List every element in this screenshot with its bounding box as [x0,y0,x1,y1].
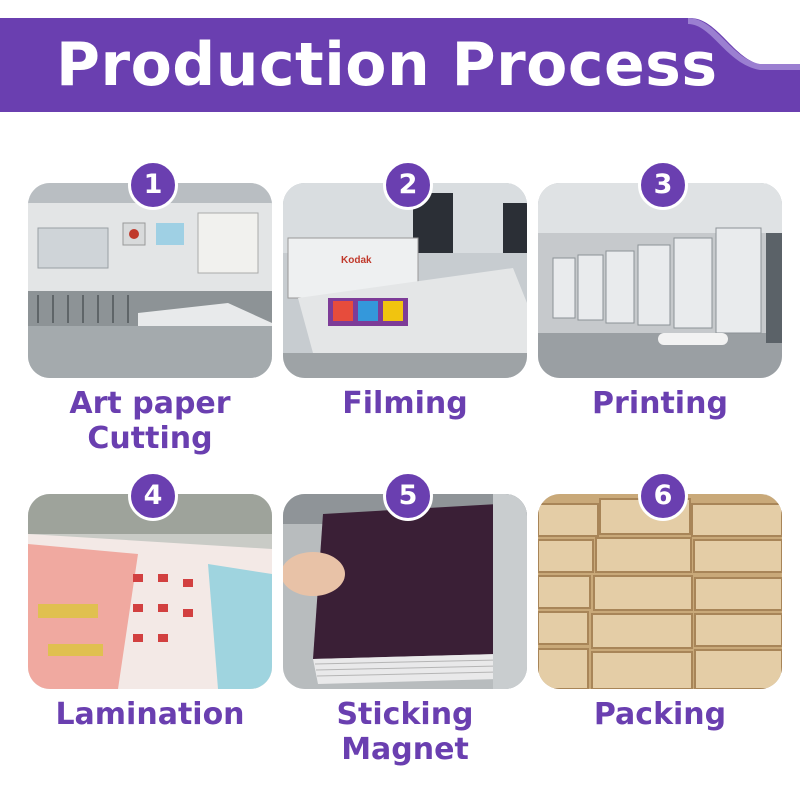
step-label-line1: Lamination [55,697,245,732]
page-title: Production Process [56,30,718,100]
paper-cutting-machine-photo [28,183,272,378]
step-label: Art paper Cutting [18,386,282,456]
step-label: Printing [528,386,792,421]
step-number-badge: 6 [638,471,688,521]
step-label: Packing [528,697,792,732]
step-label-line1: Packing [593,697,727,732]
step-number-badge: 3 [638,160,688,210]
step-number-badge: 2 [383,160,433,210]
magnet-sheet-stack-photo [283,494,527,689]
laminated-print-sheet-photo [28,494,272,689]
banner-shape [0,18,800,112]
header-banner: Production Process [0,18,800,112]
offset-printing-press-photo [538,183,782,378]
step-label-line1: Filming [342,386,468,421]
kodak-filming-machine-photo: Kodak [283,183,527,378]
step-label: Sticking Magnet [273,697,537,767]
step-label-line1: Sticking [336,697,474,732]
cardboard-boxes-photo [538,494,782,689]
step-label-line1: Printing [592,386,728,421]
svg-text:Kodak: Kodak [341,255,372,266]
step-label: Lamination [18,697,282,732]
step-number-badge: 4 [128,471,178,521]
step-label: Filming [273,386,537,421]
step-number-badge: 1 [128,160,178,210]
step-label-line2: Magnet [341,732,469,767]
step-number-badge: 5 [383,471,433,521]
step-label-line2: Cutting [87,421,213,456]
step-label-line1: Art paper [69,386,231,421]
